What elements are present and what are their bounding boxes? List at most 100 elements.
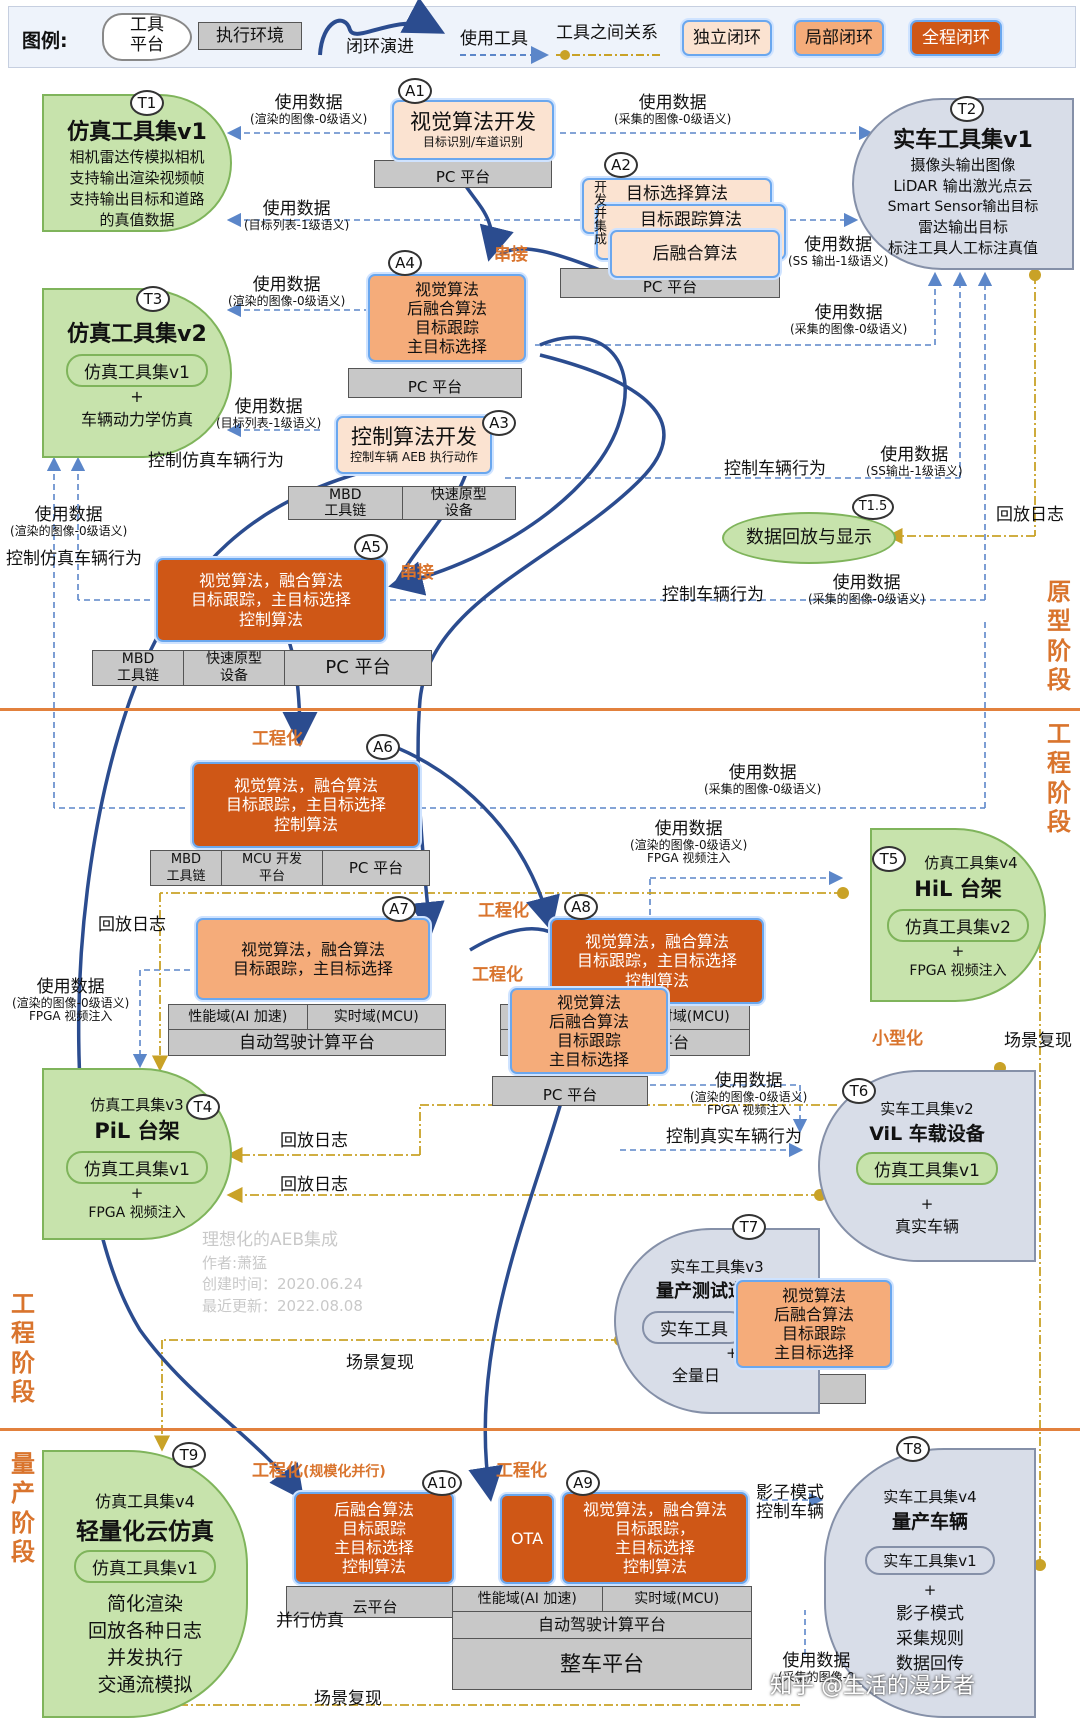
a7b-line-3: 目标跟踪 [781, 1324, 846, 1343]
a2-post-fusion: 后融合算法 [610, 230, 780, 278]
a10-line-4: 控制算法 [341, 1557, 406, 1577]
algo-a10: 后融合算法 目标跟踪 主目标选择 控制算法 [294, 1492, 454, 1584]
label-miniaturize: 小型化 [872, 1029, 923, 1049]
label-t1-use-data-main: 使用数据 [274, 93, 343, 113]
algo-a4: 视觉算法 后融合算法 目标跟踪 主目标选择 [368, 274, 526, 362]
legend-independent-loop: 独立闭环 [682, 20, 772, 56]
label-a8b-t6-use-data: 使用数据(渲染的图像-0级语义)FPGA 视频注入 [690, 1072, 807, 1117]
tag-a8: A8 [564, 894, 598, 920]
t6-inner: 仿真工具集v1 [856, 1152, 998, 1185]
label-a4-t3-use-data: 使用数据(渲染的图像-0级语义) [228, 276, 345, 308]
a1-platform: PC 平台 [374, 160, 552, 188]
label-a3-t2-sub: (SS输出-1级语义) [866, 463, 963, 478]
tool-t7-production-road: 实车工具集v3 量产测试道路 实车工具 + 全量日 [614, 1228, 820, 1414]
a7-platform-adc: 自动驾驶计算平台 [239, 1033, 375, 1053]
label-a4-t3-main: 使用数据 [252, 275, 321, 295]
a5-platform-mbd: MBD 工具链 [93, 651, 184, 685]
a3-sub: 控制车辆 AEB 执行动作 [350, 450, 478, 465]
label-a8b-t6-sub: (渲染的图像-0级语义) [690, 1089, 808, 1104]
tag-t7: T7 [732, 1214, 766, 1240]
t2-line-2: LiDAR 输出激光点云 [893, 177, 1033, 195]
t9-line-3: 并发执行 [106, 1647, 183, 1669]
a10-line-3: 主目标选择 [333, 1538, 414, 1557]
a9-line-4: 控制算法 [622, 1557, 687, 1577]
a8b-line-4: 主目标选择 [548, 1050, 629, 1070]
a8b-line-2: 后融合算法 [548, 1011, 629, 1031]
label-engineering-a10: 工程化(规模化并行) [252, 1456, 386, 1481]
legend-evolve-arrow [318, 0, 446, 56]
a8-line-2: 目标跟踪，主目标选择 [576, 951, 737, 971]
t2-line-5: 标注工具人工标注真值 [887, 239, 1038, 257]
label-a4-t2-main: 使用数据 [814, 303, 883, 323]
legend-title-text: 图例 [22, 30, 61, 52]
tag-t6: T6 [842, 1078, 876, 1104]
label-a6-t2-use-data: 使用数据(采集的图像-0级语义) [704, 764, 821, 796]
t6-extra: 真实车辆 [894, 1217, 959, 1236]
t7-inner: 实车工具 [642, 1311, 746, 1344]
label-shadow-mode: 影子模式 控制车辆 [756, 1483, 824, 1522]
a9-line-1: 视觉算法，融合算法 [582, 1499, 727, 1519]
a5-platform-proto: 快速原型 设备 [184, 651, 285, 685]
t8-title: 量产车辆 [891, 1511, 968, 1533]
a7b-line-2: 后融合算法 [773, 1304, 854, 1324]
label-a8-t5-sub2: FPGA 视频注入 [646, 850, 731, 865]
t2-title: 实车工具集v1 [893, 128, 1033, 153]
algo-a9: 视觉算法，融合算法 目标跟踪， 主目标选择 控制算法 [562, 1492, 748, 1584]
label-scene-replay-t5: 场景复现 [1004, 1031, 1072, 1051]
algo-a3-control-dev: 控制算法开发 控制车辆 AEB 执行动作 [336, 416, 492, 474]
a7-platform-rt: 实时域(MCU) [333, 1009, 419, 1025]
label-t2-use-data-sub: (采集的图像-0级语义) [614, 111, 732, 126]
label-a2-t2-main: 使用数据 [804, 235, 873, 255]
a4-line-3: 目标跟踪 [414, 318, 479, 337]
t1-title: 仿真工具集v1 [67, 120, 207, 145]
a7-platform-perf: 性能域(AI 加速) [169, 1005, 308, 1029]
a6-platform: MBD 工具链 MCU 开发 平台 PC 平台 [150, 850, 430, 886]
a10-platform-label: 云平台 [352, 1598, 398, 1616]
label-a6-t2-sub: (采集的图像-0级语义) [704, 781, 822, 796]
tool-t2-real-v1: 实车工具集v1 摄像头输出图像 LiDAR 输出激光点云 Smart Senso… [852, 98, 1074, 270]
t1-line-2: 支持输出渲染视频帧 [69, 169, 205, 187]
label-a5-t3-use-data: 使用数据(渲染的图像-0级语义) [10, 506, 127, 538]
watermark-updated: 最近更新：2022.08.08 [202, 1297, 363, 1316]
separator-prototype-engineering [0, 708, 1080, 711]
label-a3-t3-main: 使用数据 [234, 397, 303, 417]
t1-line-3: 支持输出目标和道路 [69, 190, 205, 208]
label-control-sim-vehicle-t3: 控制仿真车辆行为 [148, 451, 284, 471]
label-a7-t4-main: 使用数据 [36, 977, 105, 997]
tool-t4-pil: 仿真工具集v3 PiL 台架 仿真工具集v1 + FPGA 视频注入 [42, 1068, 232, 1240]
legend-local-loop: 局部闭环 [794, 20, 884, 56]
a9-platform-rt: 实时域(MCU) [634, 1591, 720, 1607]
tag-t8: T8 [896, 1436, 930, 1462]
watermark-title: 理想化的AEB集成 [202, 1230, 339, 1250]
a1-sub: 目标识别/车道识别 [422, 135, 524, 150]
label-engineering-a6: 工程化 [252, 729, 303, 749]
t3-title: 仿真工具集v2 [67, 322, 207, 347]
label-a2-t1-use-data: 使用数据(目标列表-1级语义) [244, 200, 349, 232]
tag-a3: A3 [482, 410, 516, 436]
legend-closed-loop-evolve: 闭环演进 [346, 37, 414, 57]
algo-a7: 视觉算法，融合算法 目标跟踪，主目标选择 [196, 918, 430, 1000]
label-control-vehicle-t2: 控制车辆行为 [724, 459, 826, 479]
t4-inner: 仿真工具集v1 [66, 1151, 208, 1184]
t3-extra: 车辆动力学仿真 [80, 410, 193, 429]
t4-title: PiL 台架 [94, 1119, 180, 1143]
tag-a4: A4 [388, 250, 422, 276]
label-serial-a5: 串接 [400, 563, 434, 583]
watermark-created: 创建时间：2020.06.24 [202, 1275, 363, 1294]
label-scene-replay-t7: 场景复现 [346, 1353, 414, 1373]
tag-a2: A2 [604, 152, 638, 178]
a9-line-3: 主目标选择 [614, 1538, 695, 1557]
label-a2-t2-use-data: 使用数据(SS 输出-1级语义) [788, 236, 888, 268]
a3-platform: MBD 工具链 快速原型 设备 [288, 486, 516, 520]
t8-plus: + [923, 1581, 937, 1599]
label-a3-t2-use-data: 使用数据(SS输出-1级语义) [866, 446, 963, 478]
a5-line-3: 控制算法 [238, 609, 303, 629]
label-replay-log-t15: 回放日志 [996, 505, 1064, 525]
label-t1-use-data-sub: (渲染的图像-0级语义) [250, 111, 368, 126]
t8-inner: 实车工具集v1 [865, 1546, 995, 1575]
label-a5-t2-sub: (采集的图像-0级语义) [808, 591, 926, 606]
label-a4-t3-sub: (渲染的图像-0级语义) [228, 293, 346, 308]
tag-t4: T4 [186, 1094, 220, 1120]
t7-plus: + [726, 1344, 739, 1362]
legend-tool-relation: 工具之间关系 [556, 23, 658, 43]
